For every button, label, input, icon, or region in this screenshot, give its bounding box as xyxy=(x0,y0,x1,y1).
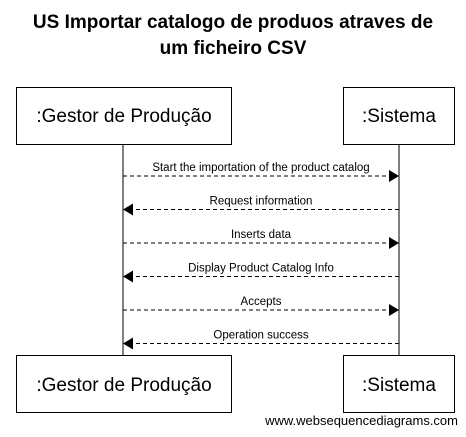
watermark-text: www.websequencediagrams.com xyxy=(265,413,458,428)
arrowhead-icon xyxy=(123,337,133,350)
message-5: Accepts xyxy=(123,296,399,316)
participant-gestor-top: :Gestor de Produção xyxy=(16,87,232,145)
messages: Start the importation of the product cat… xyxy=(123,162,399,350)
arrowhead-icon xyxy=(389,237,399,249)
message-label: Start the importation of the product cat… xyxy=(152,162,369,174)
participant-sistema-bottom-label: :Sistema xyxy=(362,375,436,396)
diagram-title-line-2: um ficheiro CSV xyxy=(159,38,307,59)
participant-gestor-bottom-label: :Gestor de Produção xyxy=(36,375,211,396)
message-1: Start the importation of the product cat… xyxy=(123,162,399,182)
message-label: Accepts xyxy=(241,296,282,308)
message-label: Operation success xyxy=(213,330,308,342)
participant-gestor-bottom: :Gestor de Produção xyxy=(16,355,232,413)
arrowhead-icon xyxy=(389,304,399,316)
participant-sistema-bottom: :Sistema xyxy=(343,355,455,413)
message-3: Inserts data xyxy=(123,229,399,249)
participant-gestor-top-label: :Gestor de Produção xyxy=(36,106,211,127)
message-label: Inserts data xyxy=(231,229,292,241)
message-2: Request information xyxy=(123,196,399,216)
message-4: Display Product Catalog Info xyxy=(123,263,399,283)
arrowhead-icon xyxy=(123,203,133,216)
diagram-title: US Importar catalogo de produos atraves … xyxy=(0,10,466,62)
diagram-title-line-1: US Importar catalogo de produos atraves … xyxy=(32,12,434,33)
arrowhead-icon xyxy=(389,170,399,182)
arrowhead-icon xyxy=(123,270,133,283)
participant-sistema-top: :Sistema xyxy=(343,87,455,145)
participant-sistema-top-label: :Sistema xyxy=(362,106,436,127)
message-6: Operation success xyxy=(123,330,399,350)
message-label: Request information xyxy=(210,196,313,208)
message-label: Display Product Catalog Info xyxy=(188,263,334,275)
